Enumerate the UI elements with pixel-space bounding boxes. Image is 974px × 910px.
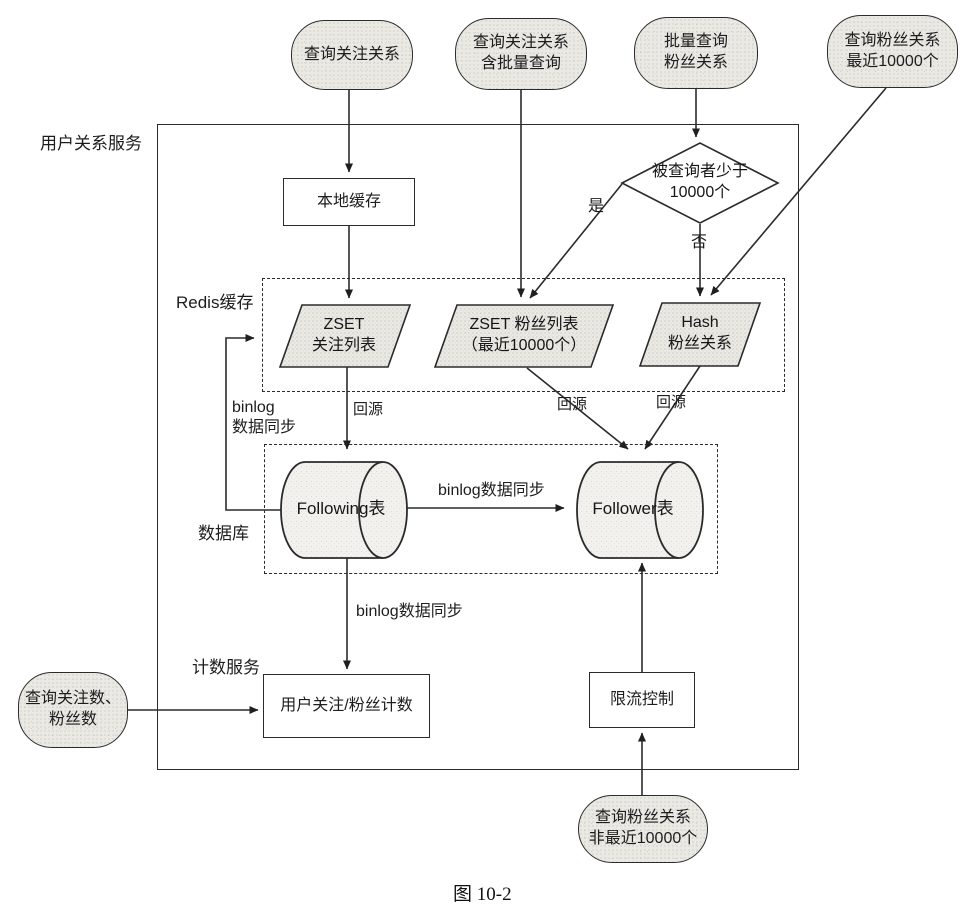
figure-caption: 图 10-2	[453, 884, 512, 905]
zset-follower-list-parallelogram	[433, 304, 615, 368]
entry-query-following-batch: 查询关注关系 含批量查询	[455, 18, 587, 90]
database-label: 数据库	[198, 524, 249, 543]
entry-query-following: 查询关注关系	[291, 20, 413, 90]
database-box	[264, 444, 718, 574]
decision-yes-label: 是	[588, 198, 605, 215]
follower-table-cylinder	[576, 461, 704, 559]
arrow-hash-to-followertable	[644, 365, 701, 450]
redis-cache-label: Redis缓存	[176, 293, 254, 312]
redis-cache-box	[262, 278, 785, 392]
back-source-label-3: 回源	[656, 394, 687, 411]
local-cache-node: 本地缓存	[283, 178, 415, 226]
count-service-label: 计数服务	[192, 658, 260, 677]
binlog-sync-left-label: binlog 数据同步	[232, 399, 297, 436]
back-source-label-2: 回源	[557, 396, 588, 413]
hash-follower-text: Hash 粉丝关系	[667, 314, 732, 352]
arrow-followingtable-binlog-to-redis	[225, 334, 281, 511]
follower-table-text: Follower表	[592, 498, 674, 518]
entry-query-counts: 查询关注数、 粉丝数	[18, 672, 128, 748]
following-table-cylinder	[280, 461, 408, 559]
user-count-node: 用户关注/粉丝计数	[263, 674, 430, 738]
entry-query-follower-old: 查询粉丝关系 非最近10000个	[578, 795, 708, 863]
zset-following-parallelogram	[278, 304, 412, 368]
following-table-text: Following表	[296, 498, 386, 518]
zset-follower-list-text: ZSET 粉丝列表 （最近10000个）	[461, 316, 587, 354]
hash-follower-parallelogram	[638, 302, 762, 367]
rate-limit-node: 限流控制	[589, 672, 695, 728]
arrow-decision-yes-to-zset-followerlist	[529, 183, 623, 299]
outer-box-label: 用户关系服务	[40, 134, 142, 153]
user-relation-service-box	[157, 124, 799, 770]
arrow-zsetfollowerlist-to-followertable	[526, 367, 629, 450]
zset-following-text: ZSET 关注列表	[311, 316, 376, 354]
decision-text: 被查询者少于 10000个	[651, 163, 748, 201]
entry-query-follower-recent: 查询粉丝关系 最近10000个	[827, 15, 958, 88]
decision-diamond	[620, 142, 780, 224]
binlog-sync-mid-label: binlog数据同步	[438, 482, 545, 499]
decision-no-label: 否	[691, 234, 708, 251]
binlog-sync-down-label: binlog数据同步	[356, 603, 463, 620]
back-source-label-1: 回源	[353, 401, 384, 418]
entry-batch-query-follower: 批量查询 粉丝关系	[634, 17, 758, 89]
